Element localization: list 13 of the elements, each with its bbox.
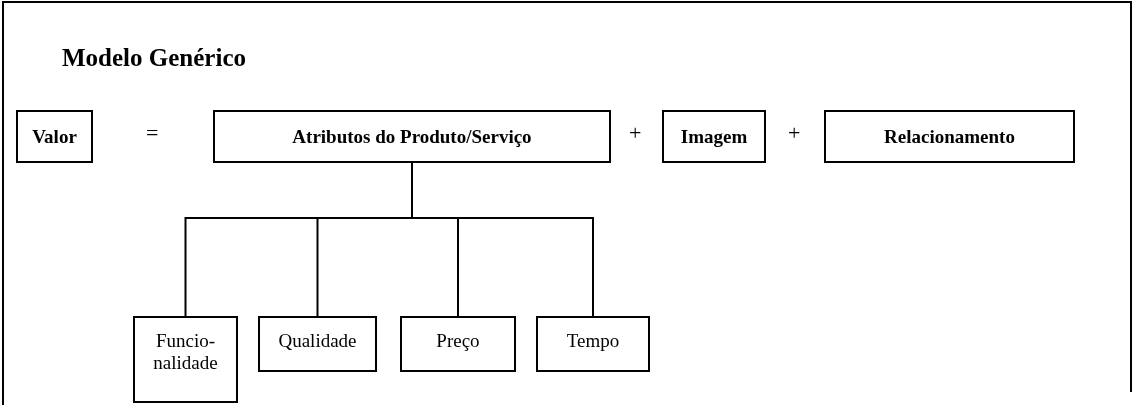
term-box: Valor [16,110,93,163]
attribute-box: Funcio- nalidade [133,316,238,403]
term-box: Relacionamento [824,110,1075,163]
operator-sign: + [788,120,801,146]
operator-sign: + [629,120,642,146]
connector-line [411,162,594,317]
term-box: Imagem [662,110,766,163]
attribute-box: Preço [400,316,516,372]
attribute-box: Tempo [536,316,650,372]
attribute-box: Qualidade [258,316,377,372]
operator-sign: = [146,120,159,146]
term-box: Atributos do Produto/Serviço [213,110,611,163]
diagram-title: Modelo Genérico [62,44,246,72]
